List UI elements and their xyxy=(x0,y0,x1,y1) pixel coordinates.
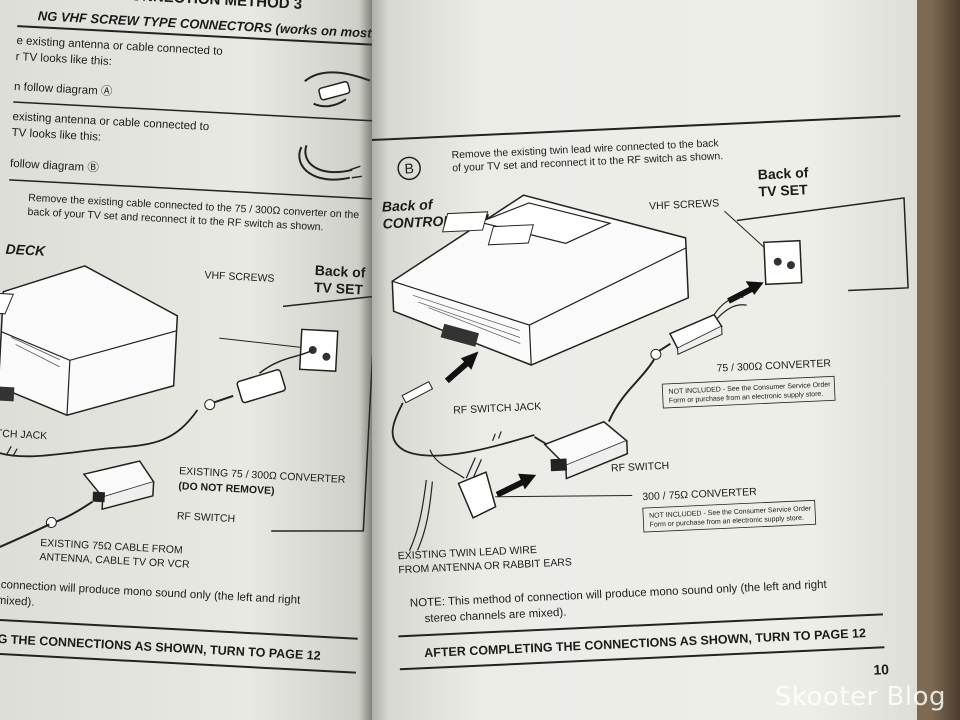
left-footer: ING THE CONNECTIONS AS SHOWN, TURN TO PA… xyxy=(0,631,321,663)
back-of-tv-label-2: TV SET xyxy=(314,279,364,298)
left-rf-switch-label: RF SWITCH xyxy=(177,510,236,525)
option-b-text-2: TV looks like this: xyxy=(11,127,101,144)
deck-label: DECK xyxy=(5,241,46,259)
page-number: 10 xyxy=(873,661,889,678)
arrow-to-rf-switch xyxy=(495,477,528,498)
existing-converter-label-2: (DO NOT REMOVE) xyxy=(178,480,275,497)
not-included-box-1 xyxy=(661,375,836,409)
right-back-of-tv-label-1: Back of xyxy=(757,164,809,182)
left-converter-drawing xyxy=(204,349,314,411)
converter-75-300-label: 75 / 300Ω CONVERTER xyxy=(716,357,831,374)
left-page-drawing: CONNECTION METHOD 3 NG VHF SCREW TYPE CO… xyxy=(0,0,372,674)
right-back-of-tv-label-2: TV SET xyxy=(758,181,808,199)
right-page-drawing: B Remove the existing twin lead wire con… xyxy=(372,115,909,678)
converter-300-75-label: 300 / 75Ω CONVERTER xyxy=(642,486,757,503)
back-of-tv-label-1: Back of xyxy=(315,262,367,281)
diagram-b-letter: B xyxy=(404,160,414,176)
right-rf-switch-label: RF SWITCH xyxy=(611,460,670,475)
option-a-text-3: n follow diagram Ⓐ xyxy=(14,80,113,98)
right-converter-drawing xyxy=(650,296,747,360)
switch-jack-label: TCH JACK xyxy=(0,428,48,443)
tv-back-drawing xyxy=(271,295,372,532)
twin-lead-icon xyxy=(298,145,362,181)
right-rf-switch-drawing xyxy=(543,420,629,480)
watermark: Skooter Blog xyxy=(774,682,946,712)
left-note-1: of connection will produce mono sound on… xyxy=(0,578,301,606)
right-page: B Remove the existing twin lead wire con… xyxy=(372,0,917,720)
right-tv-back-drawing xyxy=(736,197,909,292)
header-subtitle: NG VHF SCREW TYPE CONNECTORS (works on m… xyxy=(37,8,372,42)
right-note-2: stereo channels are mixed). xyxy=(424,607,566,625)
header-title: CONNECTION METHOD 3 xyxy=(119,0,302,13)
console-drawing xyxy=(0,265,179,416)
not-included-box-2 xyxy=(642,499,817,533)
balun-drawing xyxy=(429,449,633,519)
option-a-text-2: r TV looks like this: xyxy=(15,51,112,68)
right-vhf-screws-label: VHF SCREWS xyxy=(649,197,719,212)
rf-jack-plug xyxy=(391,381,535,457)
vhf-screws-label: VHF SCREWS xyxy=(204,269,275,285)
left-rf-switch-drawing xyxy=(82,460,155,511)
control-deck-label-1: Back of xyxy=(382,196,435,214)
left-note-2: e mixed). xyxy=(0,594,35,608)
option-b-text-3: follow diagram Ⓑ xyxy=(10,157,100,175)
control-deck-drawing xyxy=(391,194,690,366)
rf-switch-jack-label: RF SWITCH JACK xyxy=(453,401,542,417)
coax-plug-icon xyxy=(304,71,371,108)
right-note-1: NOTE: This method of connection will pro… xyxy=(410,579,828,610)
diagram-b-circle xyxy=(397,156,421,181)
left-page: CONNECTION METHOD 3 NG VHF SCREW TYPE CO… xyxy=(0,0,372,720)
